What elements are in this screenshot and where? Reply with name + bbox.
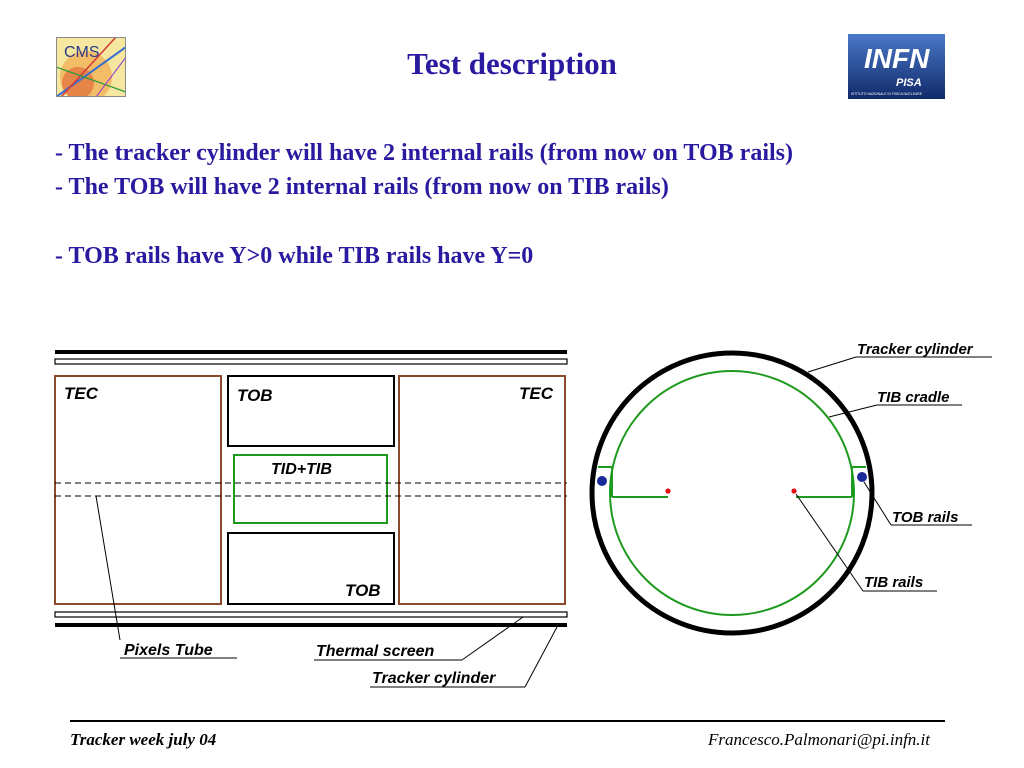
pixels-tube-label: Pixels Tube	[124, 642, 213, 659]
bullet-item: - The TOB will have 2 internal rails (fr…	[55, 174, 669, 200]
svg-text:ISTITUTO NAZIONALE DI FISICA N: ISTITUTO NAZIONALE DI FISICA NUCLEARE	[851, 92, 923, 96]
tracker-cylinder-label-side: Tracker cylinder	[372, 670, 496, 687]
tib-cradle-label: TIB cradle	[877, 389, 950, 406]
svg-text:CMS: CMS	[64, 44, 100, 61]
tib-rail-right-dot	[791, 488, 797, 494]
tec-right-box	[398, 375, 566, 605]
pixels-tube-leader	[95, 495, 121, 641]
tid-tib-label: TID+TIB	[271, 461, 332, 478]
tracker-cylinder-label-cross: Tracker cylinder	[857, 341, 974, 358]
thermal-screen-top	[54, 358, 568, 365]
bullet-item: - The tracker cylinder will have 2 inter…	[55, 140, 793, 166]
tracker-cylinder-circle	[589, 350, 875, 636]
tib-cradle-circle	[609, 370, 855, 616]
tec-left-box	[54, 375, 222, 605]
tib-rails-label: TIB rails	[864, 574, 923, 591]
svg-text:INFN: INFN	[864, 43, 930, 74]
footer-email: Francesco.Palmonari@pi.infn.it	[708, 730, 930, 749]
side-view-diagram: TEC TEC TOB TOB TID+TIB Pixels Tube Ther…	[54, 350, 568, 688]
tob-top-box	[227, 375, 395, 447]
cms-logo: CMS	[56, 37, 126, 97]
tob-top-label: TOB	[237, 386, 273, 405]
bullet-item: - TOB rails have Y>0 while TIB rails hav…	[55, 243, 534, 269]
infn-pisa-logo: INFN PISA ISTITUTO NAZIONALE DI FISICA N…	[848, 34, 945, 99]
footer-divider	[70, 720, 945, 722]
tid-tib-box	[233, 454, 388, 524]
tib-rail-left-dot	[665, 488, 671, 494]
slide-title: Test description	[407, 46, 617, 81]
tob-bottom-label: TOB	[345, 581, 381, 600]
thermal-screen-leader	[461, 616, 524, 661]
tec-left-label: TEC	[64, 384, 99, 403]
svg-text:PISA: PISA	[896, 77, 922, 89]
cross-section-diagram: Tracker cylinder TIB cradle TOB rails TI…	[589, 341, 992, 636]
thermal-screen-bottom	[54, 611, 568, 618]
tec-right-label: TEC	[519, 384, 554, 403]
tracker-cylinder-leader	[524, 626, 558, 688]
tob-bottom-box	[227, 532, 395, 605]
footer-event: Tracker week july 04	[70, 730, 217, 749]
tob-rails-label: TOB rails	[892, 509, 958, 526]
tob-rail-left-dot	[597, 476, 607, 486]
thermal-screen-label: Thermal screen	[316, 643, 435, 660]
tob-rail-right-dot	[857, 472, 867, 482]
